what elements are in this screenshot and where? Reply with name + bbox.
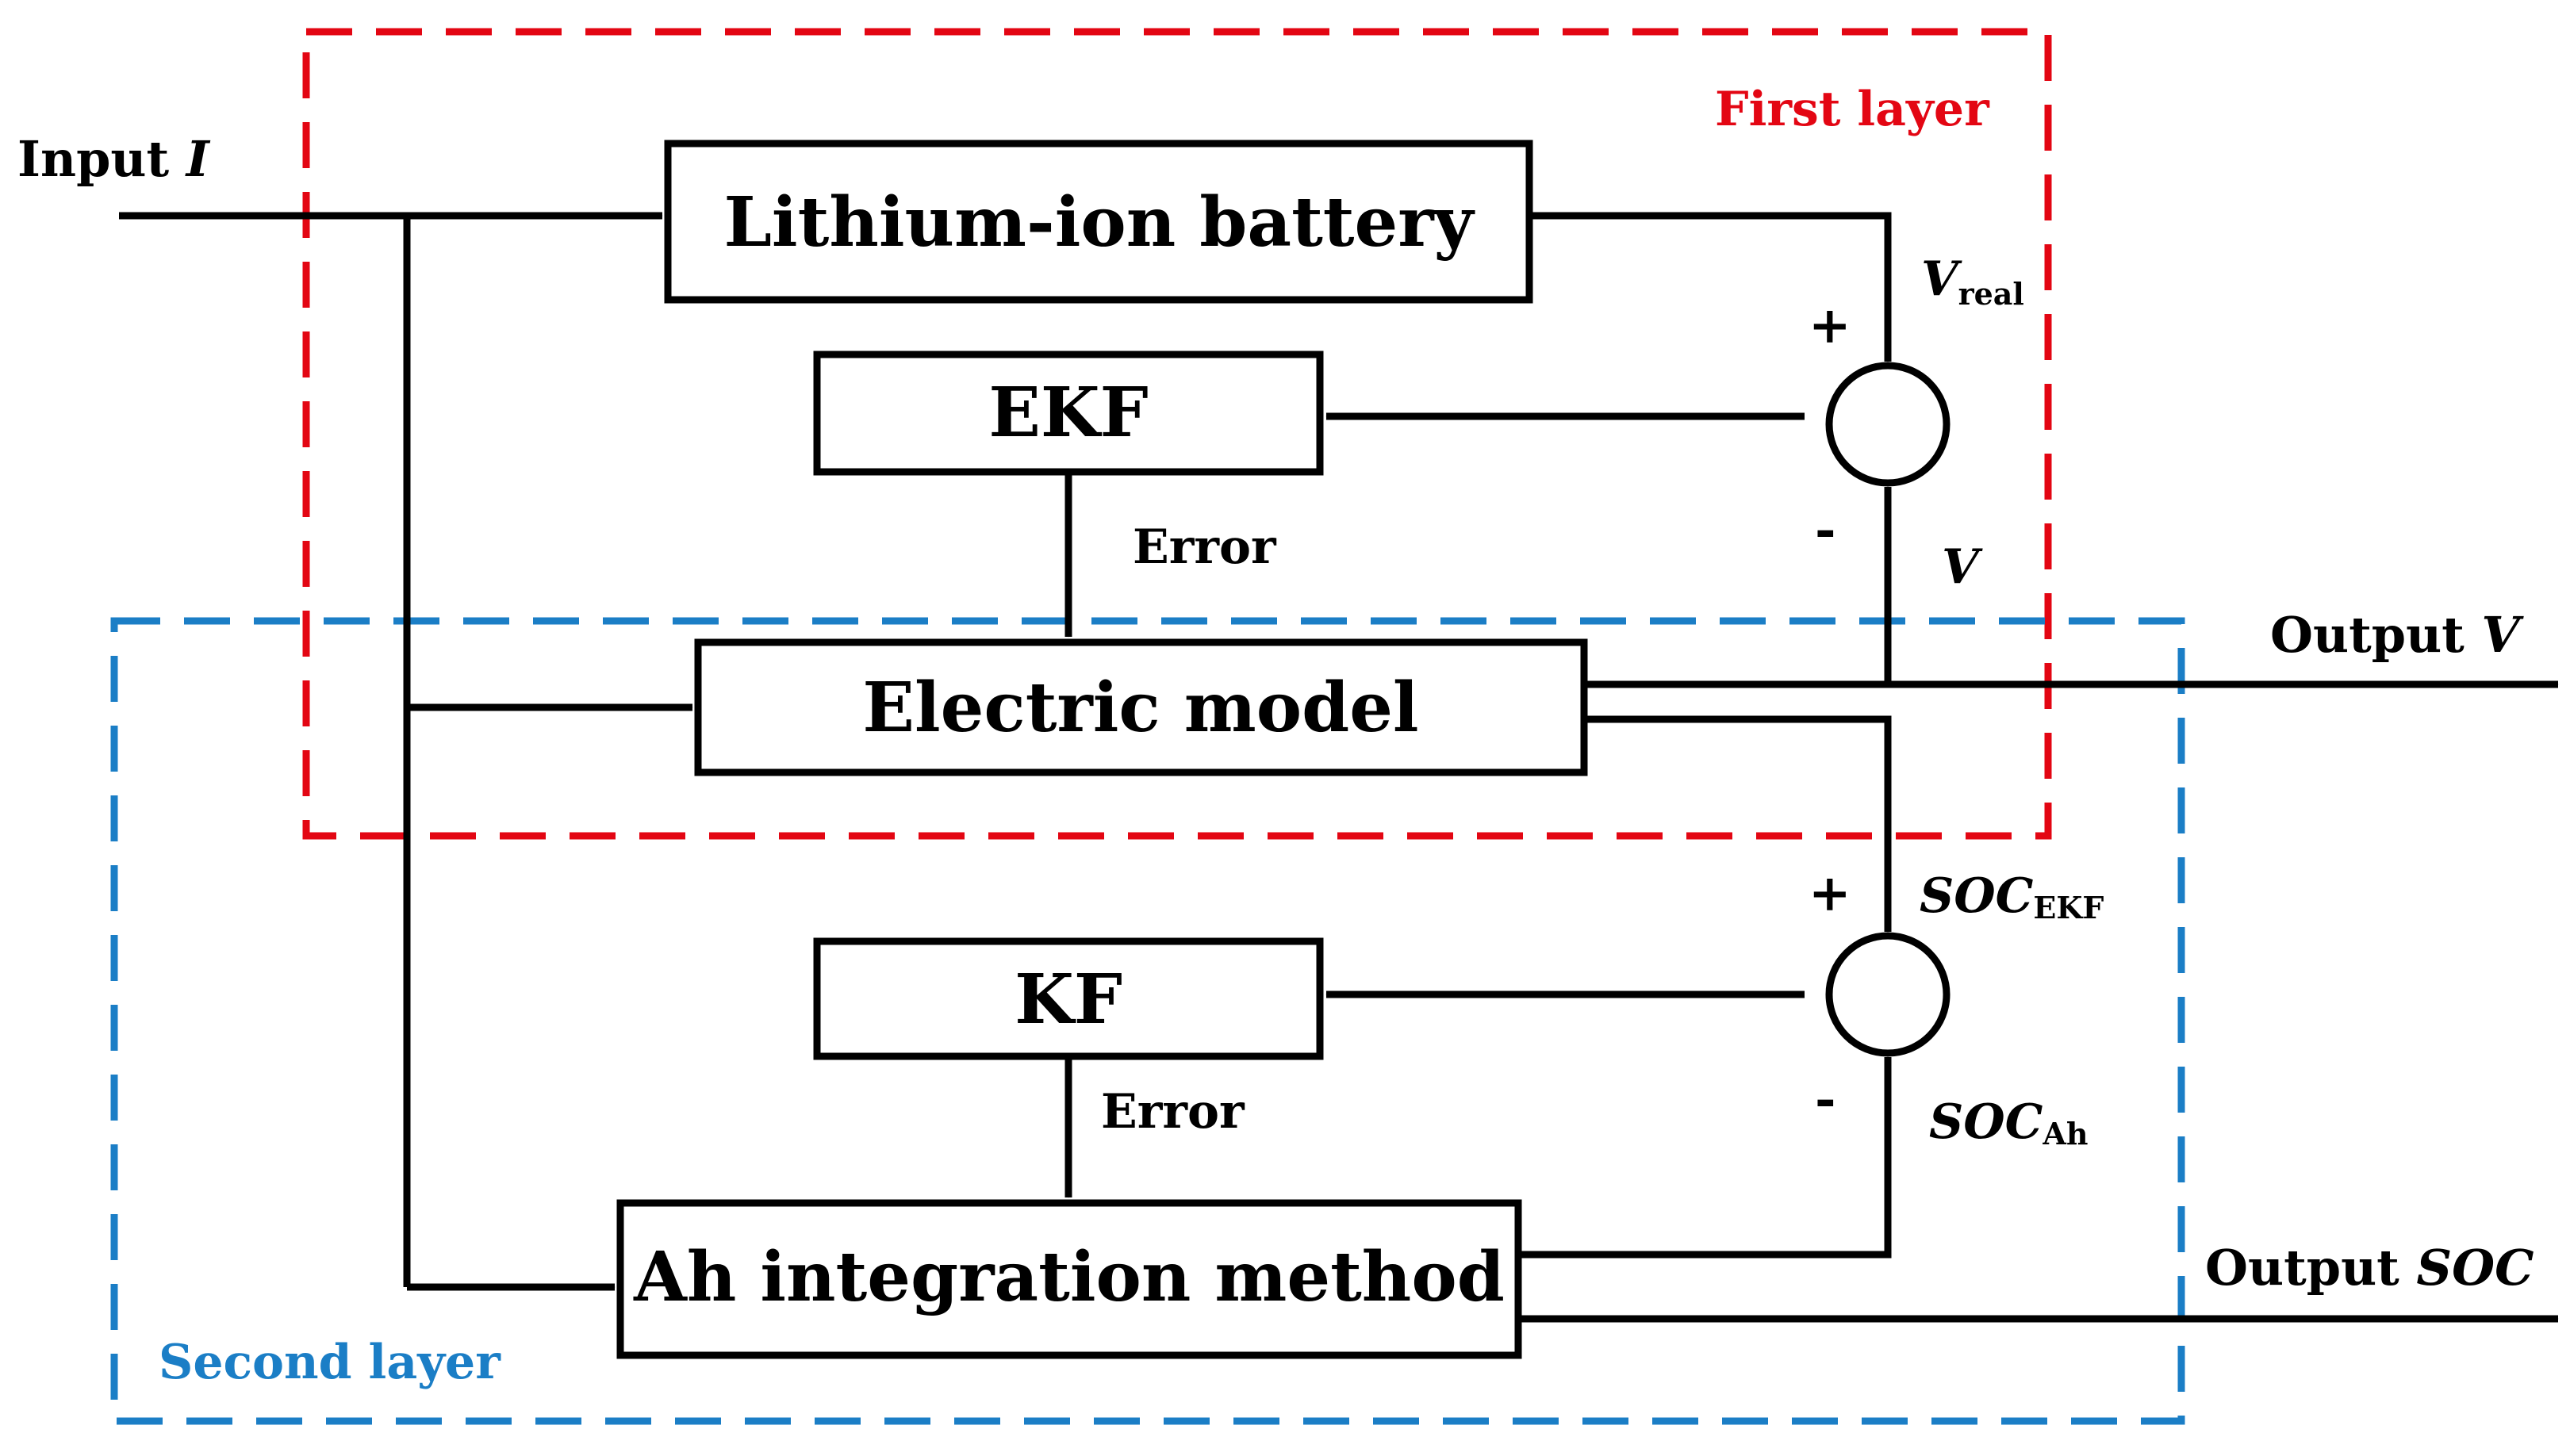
soc-ekf-label: SOCEKF [1920, 868, 2104, 925]
plus-sign-voltage: + [1809, 296, 1851, 355]
minus-sign-voltage: - [1815, 500, 1836, 560]
input-label: Input I [17, 130, 211, 188]
summing-junction-soc [1825, 932, 1951, 1057]
soc-ah-label: SOCAh [1929, 1094, 2088, 1151]
plus-sign-soc: + [1809, 864, 1851, 923]
electric-model-label: Electric model [862, 668, 1418, 748]
v-real-line [1529, 212, 1892, 362]
ekf-block: EKF [813, 351, 1324, 476]
ah-integration-block: Ah integration method [616, 1199, 1522, 1359]
first-layer-label: First layer [1715, 82, 1990, 137]
soc-ekf-line [1584, 715, 1892, 933]
ekf-label: EKF [988, 373, 1148, 453]
kf-label: KF [1015, 960, 1122, 1040]
v-real-label: Vreal [1921, 251, 2024, 312]
output-soc-label: Output SOC [2205, 1239, 2534, 1297]
summing-junction-voltage [1825, 362, 1951, 487]
kf-block: KF [813, 937, 1324, 1060]
first-layer-boundary [302, 28, 2052, 840]
soc-ah-line [1518, 1056, 1892, 1259]
minus-sign-soc: - [1815, 1070, 1836, 1129]
kf-error-label: Error [1101, 1084, 1245, 1140]
electric-model-block: Electric model [694, 638, 1588, 776]
lithium-ion-battery-block: Lithium-ion battery [664, 140, 1533, 304]
v-label: V [1942, 539, 1983, 595]
second-layer-boundary [110, 617, 2185, 1425]
battery-label: Lithium-ion battery [723, 182, 1475, 262]
ah-integration-label: Ah integration method [633, 1237, 1505, 1317]
second-layer-label: Second layer [159, 1335, 501, 1390]
ekf-error-label: Error [1133, 519, 1277, 575]
output-v-label: Output V [2270, 606, 2524, 664]
